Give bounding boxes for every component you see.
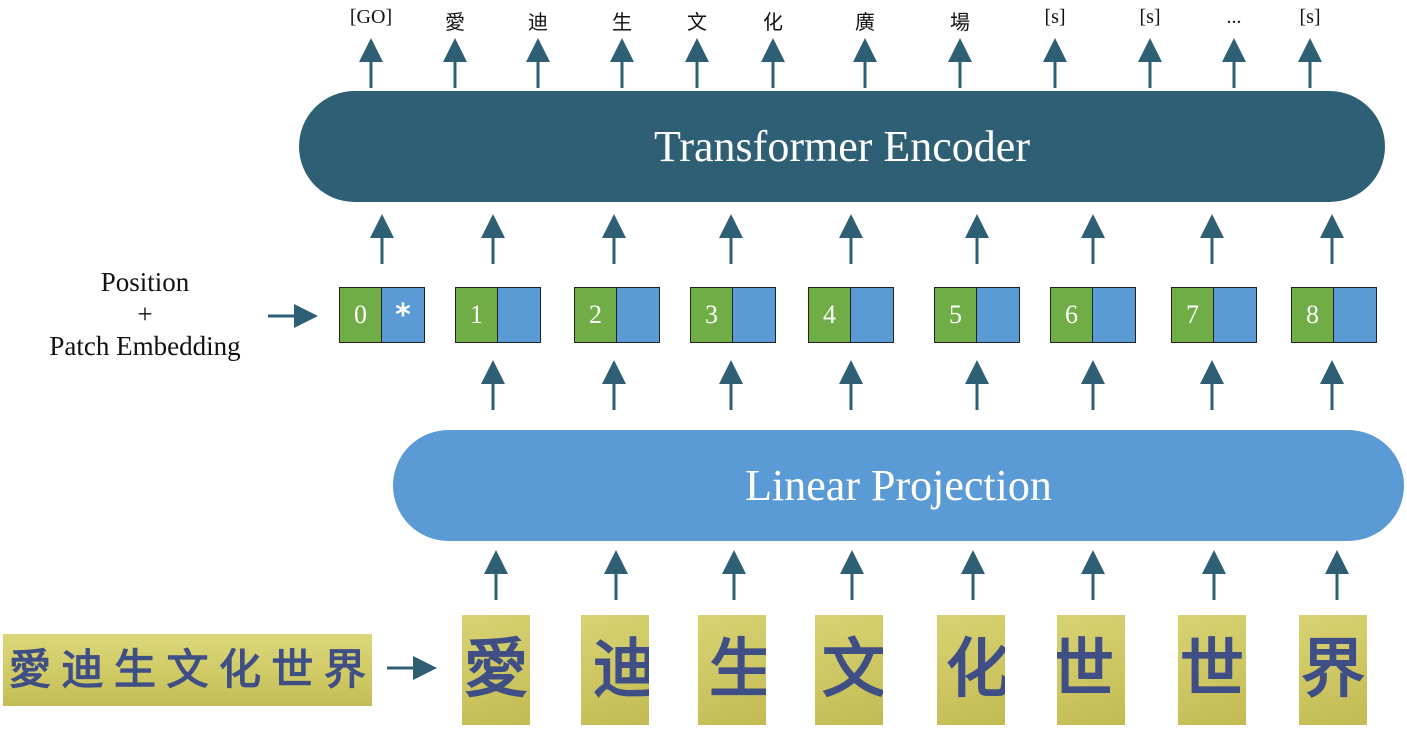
output-token: 文: [687, 12, 707, 34]
embedding-token: 2: [574, 287, 660, 343]
embedding-token: 5: [934, 287, 1020, 343]
position-embedding: 0: [339, 287, 382, 343]
image-patch: 愛: [462, 615, 530, 725]
patch-glyph: 世: [1180, 632, 1244, 707]
position-label-line3: Patch Embedding: [49, 331, 241, 361]
source-glyph: 文: [166, 645, 209, 694]
patch-embedding: *: [382, 287, 425, 343]
patch-embedding: [977, 287, 1020, 343]
source-glyph: 化: [218, 645, 261, 694]
source-calligraphy-image: 愛 迪 生 文 化 世 界: [3, 634, 372, 706]
patch-embedding: [1214, 287, 1257, 343]
arrow-group: [268, 38, 1349, 680]
position-embedding: 1: [455, 287, 498, 343]
output-token: 生: [612, 12, 632, 34]
position-embedding-label: Position + Patch Embedding: [20, 266, 270, 362]
source-glyph: 世: [271, 645, 314, 694]
patch-embedding: [617, 287, 660, 343]
patch-glyph: 世: [1057, 632, 1114, 707]
patch-glyph: 迪: [593, 632, 649, 707]
image-patch: 世: [1057, 615, 1125, 725]
image-patch: 世: [1178, 615, 1246, 725]
source-glyph: 生: [113, 645, 156, 694]
patch-glyph: 生: [709, 632, 766, 707]
transformer-encoder-block: Transformer Encoder: [299, 91, 1385, 202]
image-patch: 文: [815, 615, 883, 725]
patch-glyph: 文: [822, 632, 883, 707]
embedding-token: 0 *: [339, 287, 425, 343]
position-embedding: 8: [1291, 287, 1334, 343]
patch-embedding: [498, 287, 541, 343]
output-token: 化: [763, 12, 783, 34]
image-patch: 界: [1299, 615, 1367, 725]
patch-embedding: [1093, 287, 1136, 343]
patch-glyph: 愛: [464, 632, 528, 707]
output-token: [GO]: [349, 6, 393, 28]
encoder-label: Transformer Encoder: [654, 122, 1030, 171]
output-token: 廣: [855, 12, 875, 34]
output-token: 場: [950, 12, 970, 34]
output-token: ...: [1226, 6, 1242, 28]
image-patch: 迪: [581, 615, 649, 725]
position-embedding: 3: [690, 287, 733, 343]
embedding-token: 7: [1171, 287, 1257, 343]
patch-glyph: 化: [946, 632, 1005, 707]
linear-projection-block: Linear Projection: [393, 430, 1404, 541]
position-embedding: 6: [1050, 287, 1093, 343]
position-embedding: 7: [1171, 287, 1214, 343]
patch-glyph: 界: [1301, 632, 1365, 707]
patch-embedding: [733, 287, 776, 343]
output-token: [s]: [1044, 6, 1066, 28]
output-token: [s]: [1139, 6, 1161, 28]
patch-embedding: [1334, 287, 1377, 343]
position-embedding: 5: [934, 287, 977, 343]
patch-embedding: [851, 287, 894, 343]
source-glyph: 界: [323, 645, 366, 694]
embedding-token: 8: [1291, 287, 1377, 343]
embedding-token: 3: [690, 287, 776, 343]
image-patch: 化: [937, 615, 1005, 725]
output-token: 迪: [528, 12, 548, 34]
output-token: [s]: [1299, 6, 1321, 28]
embedding-token: 1: [455, 287, 541, 343]
source-glyph: 迪: [61, 645, 104, 694]
position-label-line1: Position: [100, 267, 190, 297]
embedding-token: 6: [1050, 287, 1136, 343]
position-label-line2: +: [137, 299, 153, 329]
projection-label: Linear Projection: [745, 461, 1052, 510]
output-token: 愛: [445, 12, 465, 34]
position-embedding: 2: [574, 287, 617, 343]
position-embedding: 4: [808, 287, 851, 343]
image-patch: 生: [698, 615, 766, 725]
source-glyph: 愛: [9, 645, 52, 694]
embedding-token: 4: [808, 287, 894, 343]
